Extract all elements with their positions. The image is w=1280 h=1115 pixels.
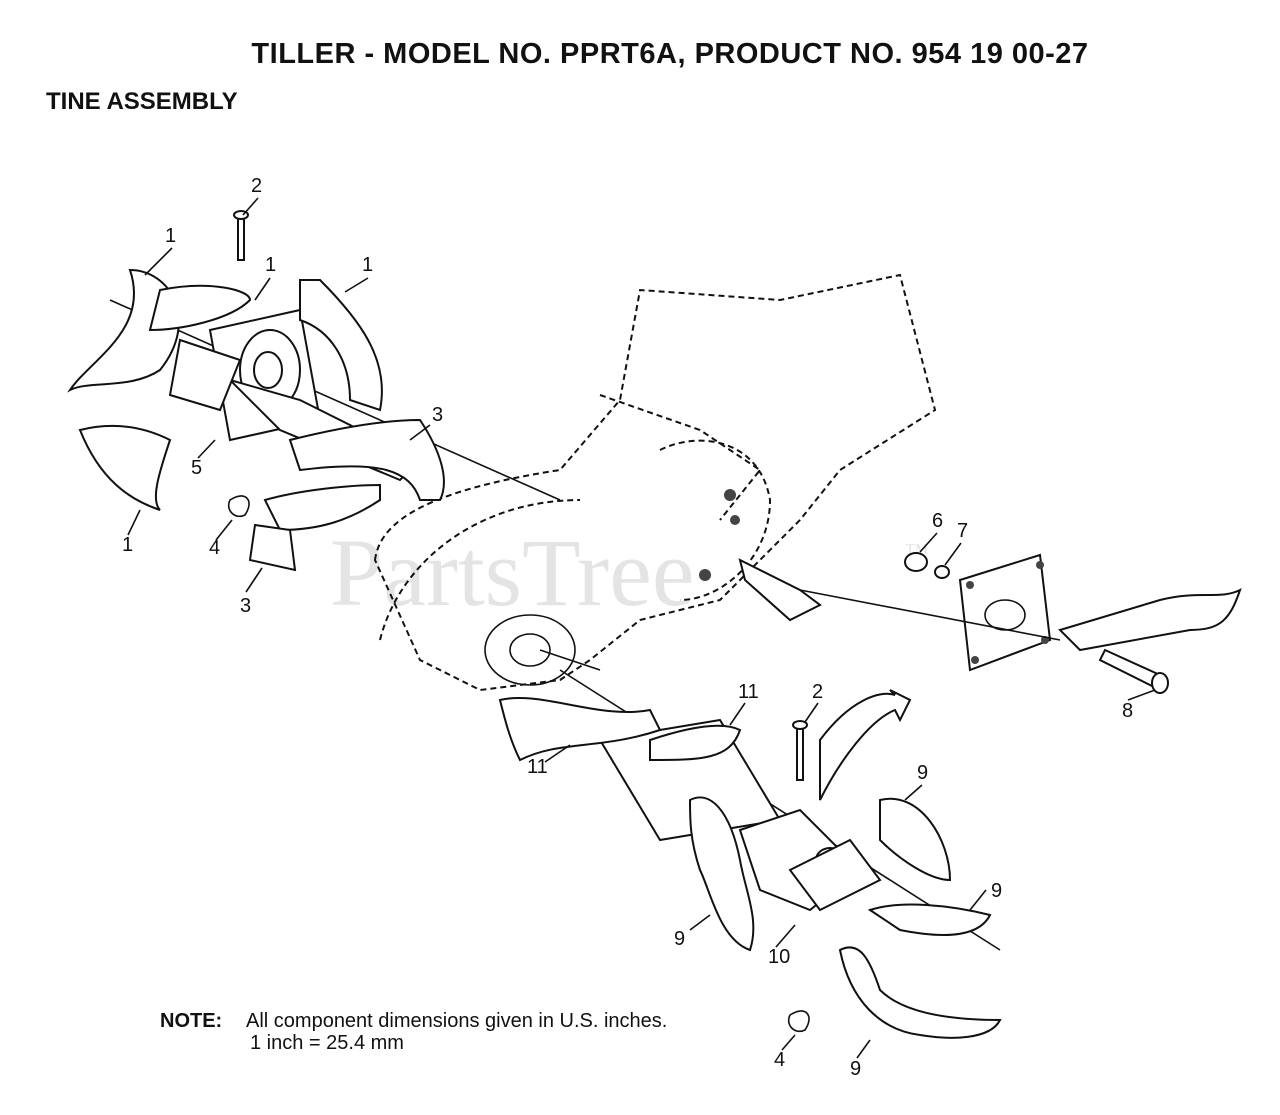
callout-10: 10 [768, 946, 790, 968]
callout-4-b: 4 [774, 1049, 785, 1071]
leader-lines [127, 197, 1156, 1059]
callout-1-c: 1 [362, 254, 373, 276]
callout-11-b: 11 [527, 756, 548, 778]
note-label: NOTE: [160, 1010, 223, 1032]
callout-7: 7 [957, 520, 968, 542]
callout-1-d: 1 [122, 534, 133, 556]
section-subtitle: TINE ASSEMBLY [46, 88, 238, 115]
callout-1-b: 1 [265, 254, 276, 276]
page-title: TILLER - MODEL NO. PPRT6A, PRODUCT NO. 9… [251, 38, 1089, 70]
callout-4-a: 4 [209, 537, 220, 559]
callout-8: 8 [1122, 700, 1133, 722]
callout-1-a: 1 [165, 225, 176, 247]
watermark: PartsTree [330, 519, 694, 626]
callout-2-b: 2 [812, 681, 823, 703]
gear-housing [373, 273, 937, 692]
right-tines [498, 689, 1002, 1039]
callout-9-b: 9 [991, 880, 1002, 902]
callout-9-c: 9 [674, 928, 685, 950]
part-callouts: 1 1 1 1 2 3 3 4 5 6 7 8 11 2 11 9 9 9 9 … [122, 175, 1133, 1080]
right-shaft [559, 669, 1001, 951]
callout-9-a: 9 [917, 762, 928, 784]
callout-11-a: 11 [738, 681, 759, 703]
note-line-1: All component dimensions given in U.S. i… [246, 1010, 668, 1032]
callout-2-a: 2 [251, 175, 262, 197]
callout-3-a: 3 [432, 404, 443, 426]
note-line-2: 1 inch = 25.4 mm [250, 1032, 404, 1054]
left-shaft [109, 299, 561, 501]
callout-6: 6 [932, 510, 943, 532]
callout-3-b: 3 [240, 595, 251, 617]
callout-9-d: 9 [850, 1058, 861, 1080]
callout-5: 5 [191, 457, 202, 479]
left-tines [67, 210, 445, 572]
right-hub [799, 552, 1242, 694]
dimension-note: NOTE: All component dimensions given in U… [160, 1010, 667, 1054]
